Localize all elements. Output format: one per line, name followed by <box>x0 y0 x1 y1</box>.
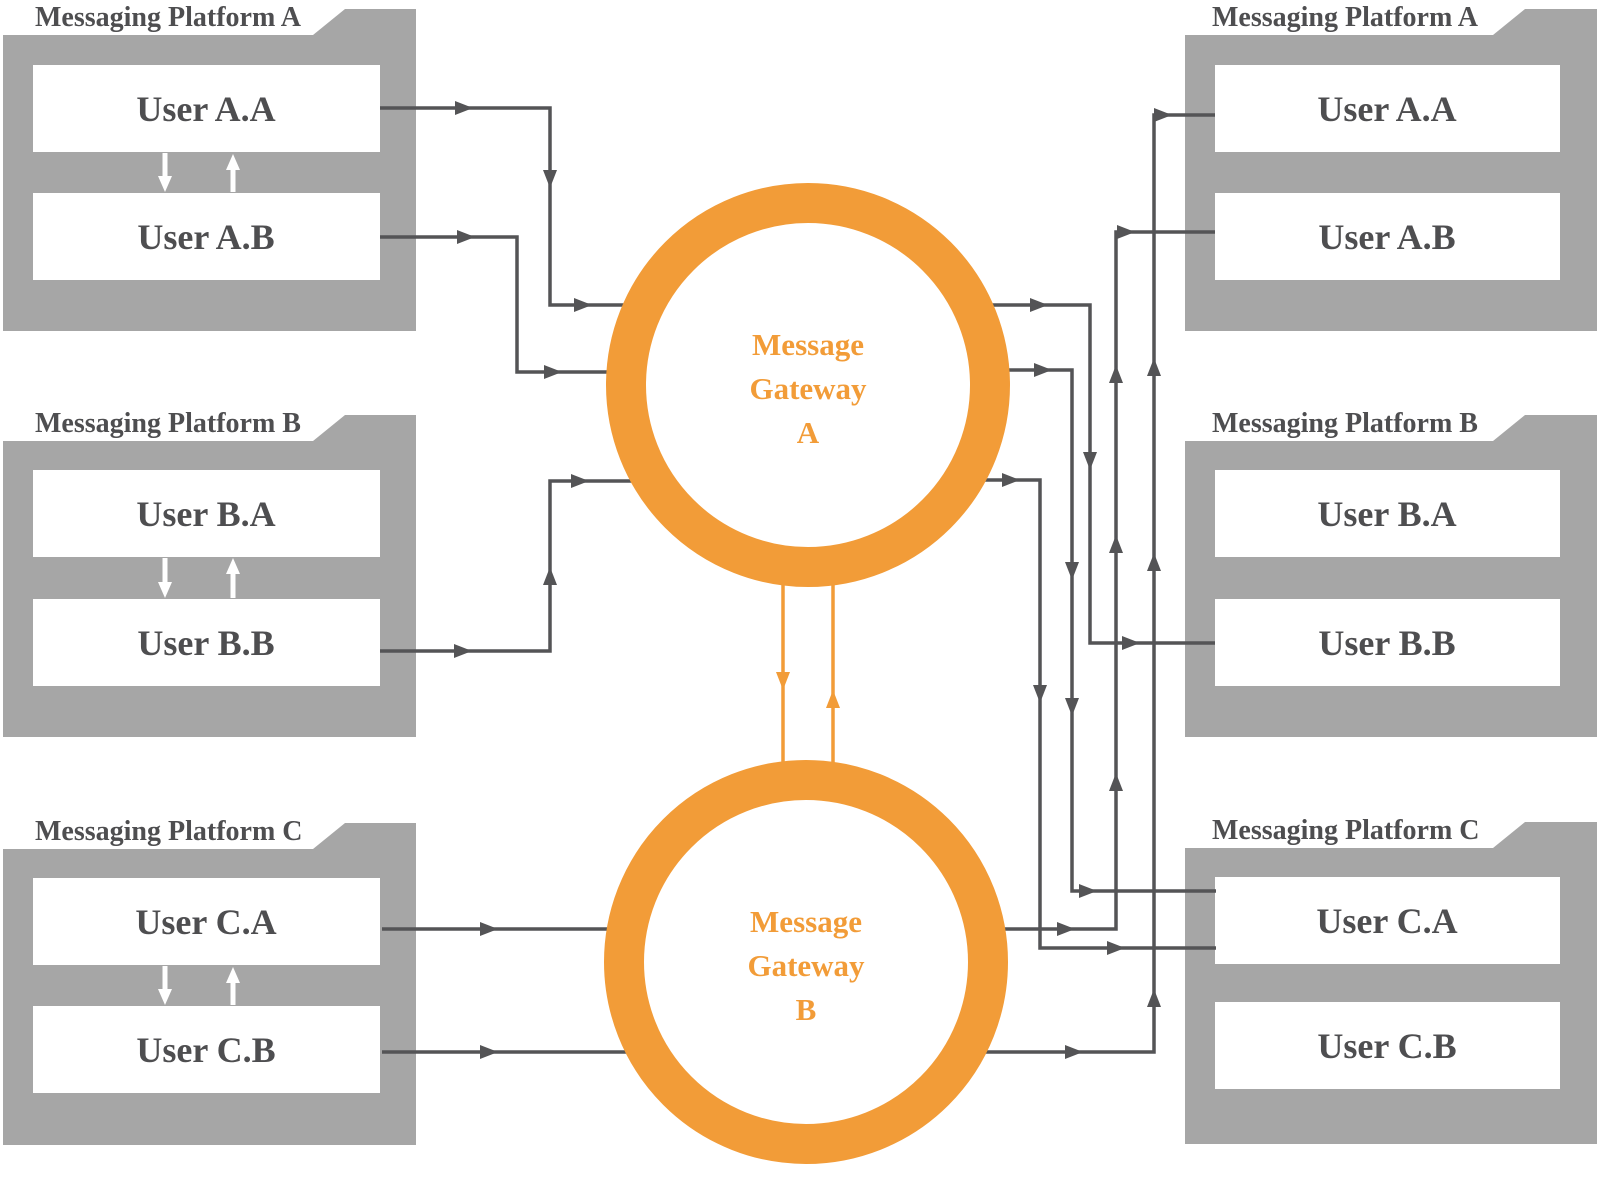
internal-up-arrow-icon <box>226 967 240 1005</box>
wire-gwB-to-rightAB <box>975 230 1215 931</box>
gateway-label-line: Message <box>752 327 864 362</box>
user-label: User C.B <box>1317 1026 1456 1066</box>
gateway-label-line: Message <box>750 904 862 939</box>
arrowhead-icon <box>1065 698 1079 716</box>
platform-left-c: Messaging Platform C User C.A User C.B <box>3 816 416 1145</box>
platform-left-b: Messaging Platform B User B.A User B.B <box>3 408 416 737</box>
user-box <box>33 599 380 686</box>
gateway-label-line: Gateway <box>749 371 867 406</box>
platform-title: Messaging Platform A <box>35 2 302 33</box>
arrowhead-icon <box>1065 1045 1083 1059</box>
arrowhead-icon <box>574 298 592 312</box>
user-label: User B.B <box>137 623 274 663</box>
user-box <box>33 193 380 280</box>
arrowhead-icon <box>455 101 473 115</box>
user-label: User B.A <box>136 494 275 534</box>
arrowhead-icon <box>826 690 840 708</box>
folder-shape <box>1185 9 1597 331</box>
platform-title: Messaging Platform B <box>1212 408 1478 439</box>
user-box <box>1215 1002 1560 1089</box>
arrowhead-icon <box>1117 225 1135 239</box>
arrowhead-icon <box>457 230 475 244</box>
wire-gwB-to-rightAA <box>950 113 1215 1054</box>
arrowhead-icon <box>544 365 562 379</box>
platform-right-a: Messaging Platform A User A.A User A.B <box>1185 2 1597 331</box>
arrowhead-icon <box>1122 636 1140 650</box>
arrowhead-icon <box>571 474 589 488</box>
arrowhead-icon <box>1147 989 1161 1007</box>
gateway-a: Message Gateway A <box>606 183 1010 587</box>
arrowhead-icon <box>454 644 472 658</box>
user-box <box>1215 877 1560 964</box>
user-box <box>33 878 380 965</box>
internal-down-arrow-icon <box>158 558 172 598</box>
user-label: User C.B <box>136 1030 275 1070</box>
user-box <box>1215 65 1560 152</box>
arrowhead-icon <box>1033 685 1047 703</box>
wire-userBB-to-gwA <box>380 479 660 653</box>
wire-userAA-to-gwA <box>380 106 660 307</box>
user-label: User B.B <box>1318 623 1455 663</box>
arrowhead-icon <box>1030 298 1048 312</box>
internal-down-arrow-icon <box>158 966 172 1005</box>
platform-left-a: Messaging Platform A User A.A User A.B <box>3 2 416 331</box>
folder-shape <box>3 9 416 331</box>
platform-right-c: Messaging Platform C User C.A User C.B <box>1185 815 1597 1144</box>
user-box <box>33 470 380 557</box>
arrowhead-icon <box>1065 562 1079 580</box>
folder-shape <box>3 415 416 737</box>
user-label: User A.A <box>1317 89 1456 129</box>
arrowhead-icon <box>1002 473 1020 487</box>
arrowhead-icon <box>543 567 557 585</box>
platform-title: Messaging Platform C <box>1212 815 1480 846</box>
gateway-label-line: B <box>796 992 817 1027</box>
arrowhead-icon <box>1034 363 1052 377</box>
internal-down-arrow-icon <box>158 153 172 192</box>
user-label: User B.A <box>1317 494 1456 534</box>
arrowhead-icon <box>1109 773 1123 791</box>
arrowhead-icon <box>1147 553 1161 571</box>
platform-title: Messaging Platform B <box>35 408 301 439</box>
folder-shape <box>1185 822 1597 1144</box>
user-label: User C.A <box>135 902 276 942</box>
arrowhead-icon <box>1147 358 1161 376</box>
user-box <box>1215 470 1560 557</box>
gateway-label-line: A <box>797 415 820 450</box>
folder-shape <box>1185 415 1597 737</box>
user-box <box>1215 599 1560 686</box>
user-box <box>33 1006 380 1093</box>
arrowhead-icon <box>1079 884 1097 898</box>
arrowhead-icon <box>1109 365 1123 383</box>
user-label: User A.B <box>1318 217 1455 257</box>
user-label: User C.A <box>1316 901 1457 941</box>
platform-right-b: Messaging Platform B User B.A User B.B <box>1185 408 1597 737</box>
user-box <box>1215 193 1560 280</box>
arrowhead-icon <box>776 672 790 690</box>
user-label: User A.A <box>136 89 275 129</box>
internal-up-arrow-icon <box>226 154 240 192</box>
internal-up-arrow-icon <box>226 558 240 598</box>
connector-wires <box>380 101 1216 1059</box>
user-box <box>33 65 380 152</box>
arrowhead-icon <box>543 170 557 188</box>
arrowhead-icon <box>1154 108 1172 122</box>
wire-gwA-to-rightCA-upper <box>980 368 1216 893</box>
folder-shape <box>3 823 416 1145</box>
gateway-exchange-wires <box>776 555 840 790</box>
platform-title: Messaging Platform C <box>35 816 303 847</box>
platform-title: Messaging Platform A <box>1212 2 1479 33</box>
arrowhead-icon <box>1083 452 1097 470</box>
wire-gwA-to-rightCA-lower <box>950 478 1216 950</box>
gateway-ring <box>606 183 1010 587</box>
gateway-ring <box>604 760 1008 1164</box>
gateway-b: Message Gateway B <box>604 760 1008 1164</box>
arrowhead-icon <box>1057 922 1075 936</box>
user-label: User A.B <box>137 217 274 257</box>
arrowhead-icon <box>480 1045 498 1059</box>
arrowhead-icon <box>1109 535 1123 553</box>
arrowhead-icon <box>480 922 498 936</box>
gateway-label-line: Gateway <box>747 948 865 983</box>
wire-userAB-to-gwA <box>380 235 640 374</box>
arrowhead-icon <box>1107 941 1125 955</box>
